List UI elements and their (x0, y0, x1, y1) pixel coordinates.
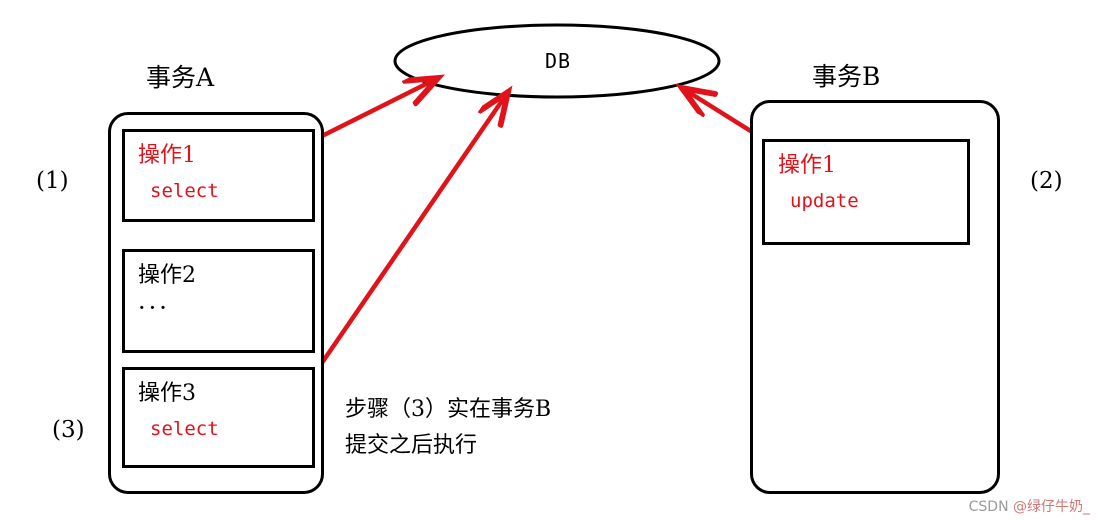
step-2-label: (2) (1030, 168, 1063, 194)
operation-title: 操作2 (138, 263, 196, 288)
step-1-label: (1) (36, 168, 69, 194)
transaction-b-title: 事务B (812, 62, 881, 91)
step-3-label: (3) (52, 417, 85, 443)
operation-title: 操作1 (778, 153, 836, 178)
transaction-a-operation-3-box: 操作3 select (122, 367, 315, 468)
transaction-a-operation-2-box: 操作2 ··· (122, 249, 315, 353)
db-label: DB (544, 49, 572, 73)
note-text: 步骤（3）实在事务B 提交之后执行 (345, 392, 551, 464)
note-line-1: 步骤（3）实在事务B (345, 397, 552, 422)
transaction-a-title: 事务A (146, 63, 215, 92)
note-line-2: 提交之后执行 (345, 433, 478, 458)
arrow-a-op3-to-db (314, 92, 508, 373)
operation-title: 操作1 (138, 143, 196, 168)
operation-detail: ··· (138, 294, 170, 322)
transaction-b-operation-1-box: 操作1 update (762, 139, 970, 245)
transaction-a-operation-1-box: 操作1 select (122, 129, 315, 222)
watermark: CSDN @绿仔牛奶_ (969, 496, 1090, 516)
operation-detail: update (790, 190, 859, 212)
watermark-prefix: CSDN (968, 499, 1013, 515)
operation-title: 操作3 (138, 381, 196, 406)
watermark-handle: @绿仔牛奶_ (1013, 499, 1090, 515)
operation-detail: select (150, 180, 219, 202)
operation-detail: select (150, 418, 219, 440)
